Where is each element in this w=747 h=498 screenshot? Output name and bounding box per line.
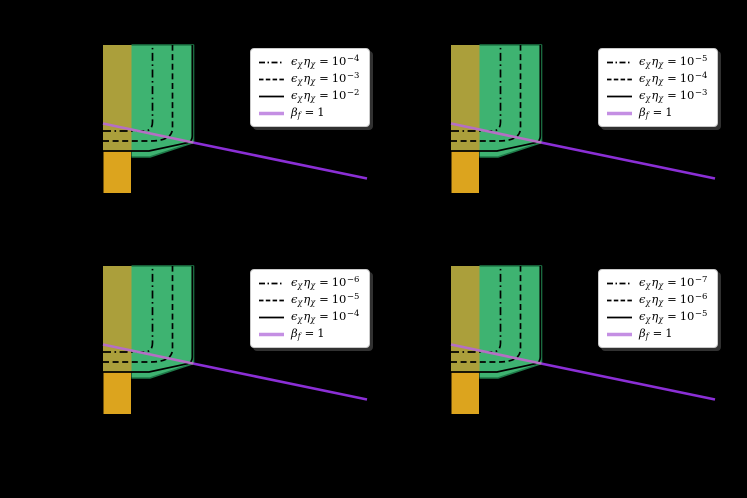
olive-band (103, 266, 132, 372)
legend-row: βf=1 (258, 105, 365, 121)
plot-area-top-right (450, 44, 716, 193)
dashdot-line-sample (607, 61, 632, 63)
legend-label: βf=1 (639, 104, 673, 120)
legend-label: ϵχηχ=10−2 (291, 88, 360, 103)
legend-label: βf=1 (291, 104, 325, 120)
dashed-line-sample (607, 78, 632, 80)
beta-line-in-band (450, 122, 542, 144)
olive-band (103, 45, 132, 151)
olive-band (451, 45, 480, 151)
plot-area-bottom-left (102, 265, 368, 414)
legend-label: ϵχηχ=10−5 (639, 309, 708, 324)
legend-label: ϵχηχ=10−3 (291, 71, 360, 86)
legend-label: ϵχηχ=10−7 (639, 275, 708, 290)
orange-band (451, 372, 479, 414)
plot-area-top-left (102, 44, 368, 193)
dashed-line-sample (259, 299, 284, 301)
legend-row: ϵχηχ=10−2 (258, 88, 365, 104)
dashdot-line-sample (607, 282, 632, 284)
solid-line-sample (259, 95, 284, 97)
legend-row: ϵχηχ=10−4 (258, 309, 365, 325)
legend-label: ϵχηχ=10−5 (291, 292, 360, 307)
legend-row: ϵχηχ=10−5 (258, 292, 365, 308)
legend-label: ϵχηχ=10−4 (291, 54, 360, 69)
orange-band (451, 151, 479, 193)
dashed-line-sample (607, 299, 632, 301)
legend-row: ϵχηχ=10−5 (606, 309, 713, 325)
legend-label: ϵχηχ=10−5 (639, 54, 708, 69)
dashdot-line-sample (259, 61, 284, 63)
beta-line-in-band (450, 343, 542, 365)
panel-top-right: ϵχηχ=10−5 ϵχηχ=10−4 ϵχηχ=10−3 βf=1 (348, 0, 728, 250)
beta-line-sample (607, 111, 632, 115)
beta-line (541, 362, 716, 401)
panel-bottom-right: ϵχηχ=10−7 ϵχηχ=10−6 ϵχηχ=10−5 βf=1 (348, 221, 728, 471)
beta-line (193, 362, 368, 401)
beta-line (193, 141, 368, 180)
panel-bottom-left: ϵχηχ=10−6 ϵχηχ=10−5 ϵχηχ=10−4 βf=1 (0, 221, 380, 471)
legend-label: ϵχηχ=10−6 (639, 292, 708, 307)
legend-row: ϵχηχ=10−6 (258, 275, 365, 291)
beta-line-sample (259, 332, 284, 336)
legend-row: βf=1 (258, 326, 365, 342)
legend-label: βf=1 (291, 325, 325, 341)
legend-label: βf=1 (639, 325, 673, 341)
panel-top-left: ϵχηχ=10−4 ϵχηχ=10−3 ϵχηχ=10−2 βf=1 (0, 0, 380, 250)
legend-bottom-left: ϵχηχ=10−6 ϵχηχ=10−5 ϵχηχ=10−4 βf=1 (250, 269, 370, 348)
legend-row: ϵχηχ=10−7 (606, 275, 713, 291)
beta-line-in-band (102, 122, 194, 144)
plot-area-bottom-right (450, 265, 716, 414)
legend-label: ϵχηχ=10−6 (291, 275, 360, 290)
solid-line-sample (607, 95, 632, 97)
legend-top-left: ϵχηχ=10−4 ϵχηχ=10−3 ϵχηχ=10−2 βf=1 (250, 48, 370, 127)
beta-line-sample (259, 111, 284, 115)
solid-line-sample (607, 316, 632, 318)
legend-bottom-right: ϵχηχ=10−7 ϵχηχ=10−6 ϵχηχ=10−5 βf=1 (598, 269, 718, 348)
legend-row: ϵχηχ=10−5 (606, 54, 713, 70)
legend-row: ϵχηχ=10−3 (606, 88, 713, 104)
legend-label: ϵχηχ=10−4 (291, 309, 360, 324)
orange-band (103, 151, 131, 193)
beta-line (541, 141, 716, 180)
beta-line-sample (607, 332, 632, 336)
beta-line-in-band (102, 343, 194, 365)
legend-row: βf=1 (606, 105, 713, 121)
legend-row: ϵχηχ=10−6 (606, 292, 713, 308)
legend-top-right: ϵχηχ=10−5 ϵχηχ=10−4 ϵχηχ=10−3 βf=1 (598, 48, 718, 127)
solid-line-sample (259, 316, 284, 318)
legend-row: ϵχηχ=10−3 (258, 71, 365, 87)
legend-row: ϵχηχ=10−4 (258, 54, 365, 70)
dashed-line-sample (259, 78, 284, 80)
olive-band (451, 266, 480, 372)
orange-band (103, 372, 131, 414)
legend-label: ϵχηχ=10−4 (639, 71, 708, 86)
legend-label: ϵχηχ=10−3 (639, 88, 708, 103)
legend-row: ϵχηχ=10−4 (606, 71, 713, 87)
legend-row: βf=1 (606, 326, 713, 342)
dashdot-line-sample (259, 282, 284, 284)
